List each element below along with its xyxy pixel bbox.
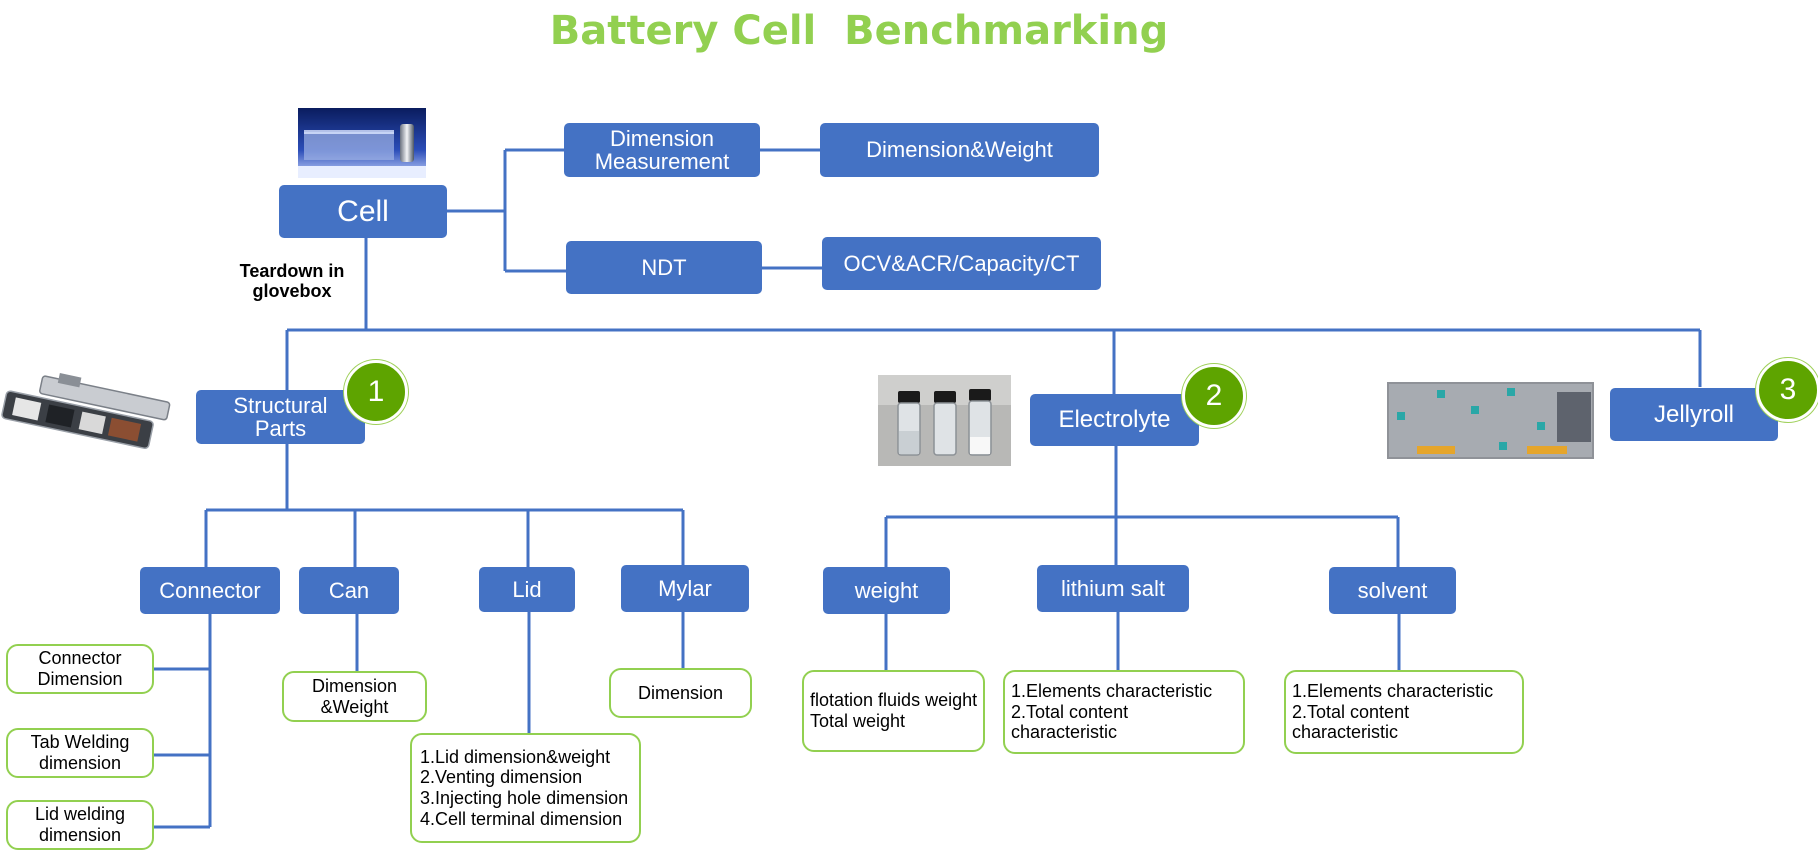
lid-label: Lid bbox=[512, 576, 542, 602]
solvent-label: solvent bbox=[1357, 577, 1428, 603]
connector-label: Connector bbox=[159, 577, 261, 603]
connector-item: Lid welding dimension bbox=[6, 800, 154, 850]
cell-photo bbox=[298, 108, 426, 178]
mylar-item: Dimension bbox=[609, 668, 752, 718]
lithium-salt-node: lithium salt bbox=[1037, 565, 1189, 612]
can-node: Can bbox=[299, 567, 399, 614]
dimension-measurement-label: Dimension Measurement bbox=[594, 125, 730, 174]
mylar-label: Mylar bbox=[658, 575, 712, 601]
connector-item: Connector Dimension bbox=[6, 644, 154, 694]
ndt-result-label: OCV&ACR/Capacity/CT bbox=[843, 250, 1080, 276]
lid-item: 1.Lid dimension&weight 2.Venting dimensi… bbox=[410, 733, 641, 843]
connector-item: Tab Welding dimension bbox=[6, 728, 154, 778]
ndt-result-node: OCV&ACR/Capacity/CT bbox=[822, 237, 1101, 290]
dimension-weight-label: Dimension&Weight bbox=[866, 137, 1053, 163]
electrolyte-vials-photo bbox=[878, 375, 1011, 466]
electrolyte-label: Electrolyte bbox=[1058, 406, 1171, 434]
teardown-note: Teardown in glovebox bbox=[239, 261, 345, 301]
weight-node: weight bbox=[823, 567, 950, 614]
cell-label: Cell bbox=[337, 194, 389, 228]
lithium-salt-item: 1.Elements characteristic 2.Total conten… bbox=[1003, 670, 1245, 754]
lithium-salt-label: lithium salt bbox=[1061, 575, 1165, 601]
mylar-node: Mylar bbox=[621, 565, 749, 612]
structural-parts-label: Structural Parts bbox=[233, 392, 328, 441]
lid-node: Lid bbox=[479, 567, 575, 612]
ndt-label: NDT bbox=[641, 254, 687, 280]
structural-parts-node: Structural Parts bbox=[196, 390, 365, 444]
electrolyte-node: Electrolyte bbox=[1030, 394, 1199, 446]
ndt-node: NDT bbox=[566, 241, 762, 294]
cell-node: Cell bbox=[279, 185, 447, 238]
number-badge-2: 2 bbox=[1182, 364, 1246, 428]
solvent-item: 1.Elements characteristic 2.Total conten… bbox=[1284, 670, 1524, 754]
jellyroll-photo bbox=[1387, 382, 1594, 459]
number-badge-2-label: 2 bbox=[1205, 379, 1223, 412]
connector-node: Connector bbox=[140, 567, 280, 614]
solvent-node: solvent bbox=[1329, 567, 1456, 614]
weight-item: flotation fluids weight Total weight bbox=[802, 670, 985, 752]
weight-label: weight bbox=[854, 577, 919, 603]
page-title: Battery Cell Benchmarking bbox=[549, 8, 1169, 54]
number-badge-1: 1 bbox=[344, 360, 408, 424]
dimension-measurement-node: Dimension Measurement bbox=[564, 123, 760, 177]
can-item: Dimension &Weight bbox=[282, 671, 427, 722]
number-badge-1-label: 1 bbox=[367, 375, 385, 408]
dimension-weight-node: Dimension&Weight bbox=[820, 123, 1099, 177]
can-label: Can bbox=[328, 577, 370, 603]
number-badge-3: 3 bbox=[1756, 358, 1818, 422]
number-badge-3-label: 3 bbox=[1779, 373, 1797, 406]
structural-parts-photo bbox=[0, 370, 178, 458]
jellyroll-label: Jellyroll bbox=[1653, 400, 1734, 428]
jellyroll-node: Jellyroll bbox=[1610, 388, 1778, 441]
